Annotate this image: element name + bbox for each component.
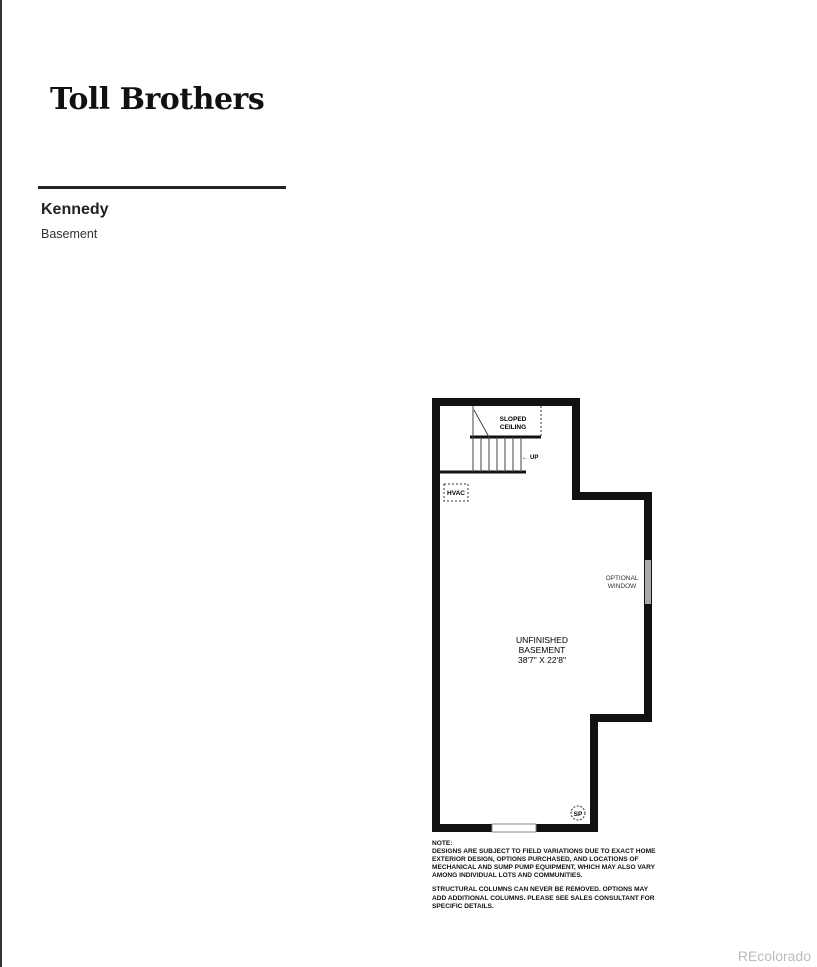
optional-window-label: OPTIONAL bbox=[606, 575, 639, 582]
model-name: Kennedy bbox=[41, 201, 109, 218]
notes: NOTE: DESIGNS ARE SUBJECT TO FIELD VARIA… bbox=[432, 840, 662, 917]
up-arrow-icon: ← bbox=[522, 455, 528, 461]
brand-logo: Toll Brothers bbox=[50, 82, 265, 117]
sloped-ceiling-label: SLOPED bbox=[500, 416, 527, 423]
stair-treads bbox=[472, 406, 522, 472]
divider bbox=[38, 186, 286, 189]
sump-pump-label: SP bbox=[574, 811, 583, 818]
room-dimensions: 38'7" X 22'8" bbox=[518, 655, 566, 665]
watermark: REcolorado bbox=[737, 948, 811, 964]
level-name: Basement bbox=[41, 227, 98, 241]
window-bottom bbox=[491, 823, 537, 833]
note-paragraph-2: STRUCTURAL COLUMNS CAN NEVER BE REMOVED.… bbox=[432, 886, 655, 910]
room-name: UNFINISHED bbox=[516, 635, 568, 645]
note-heading: NOTE: bbox=[432, 840, 453, 847]
hvac-label: HVAC bbox=[447, 490, 465, 497]
up-label: UP bbox=[530, 455, 538, 461]
note-paragraph-1: DESIGNS ARE SUBJECT TO FIELD VARIATIONS … bbox=[432, 848, 656, 880]
room-name-2: BASEMENT bbox=[519, 645, 566, 655]
sump-pump-icon bbox=[570, 805, 586, 821]
sloped-ceiling-label-2: CEILING bbox=[500, 424, 526, 431]
page-edge bbox=[0, 0, 2, 967]
optional-window-label-2: WINDOW bbox=[608, 583, 637, 590]
exterior-walls bbox=[432, 398, 652, 832]
hvac-box bbox=[443, 483, 469, 502]
optional-window bbox=[645, 560, 651, 604]
